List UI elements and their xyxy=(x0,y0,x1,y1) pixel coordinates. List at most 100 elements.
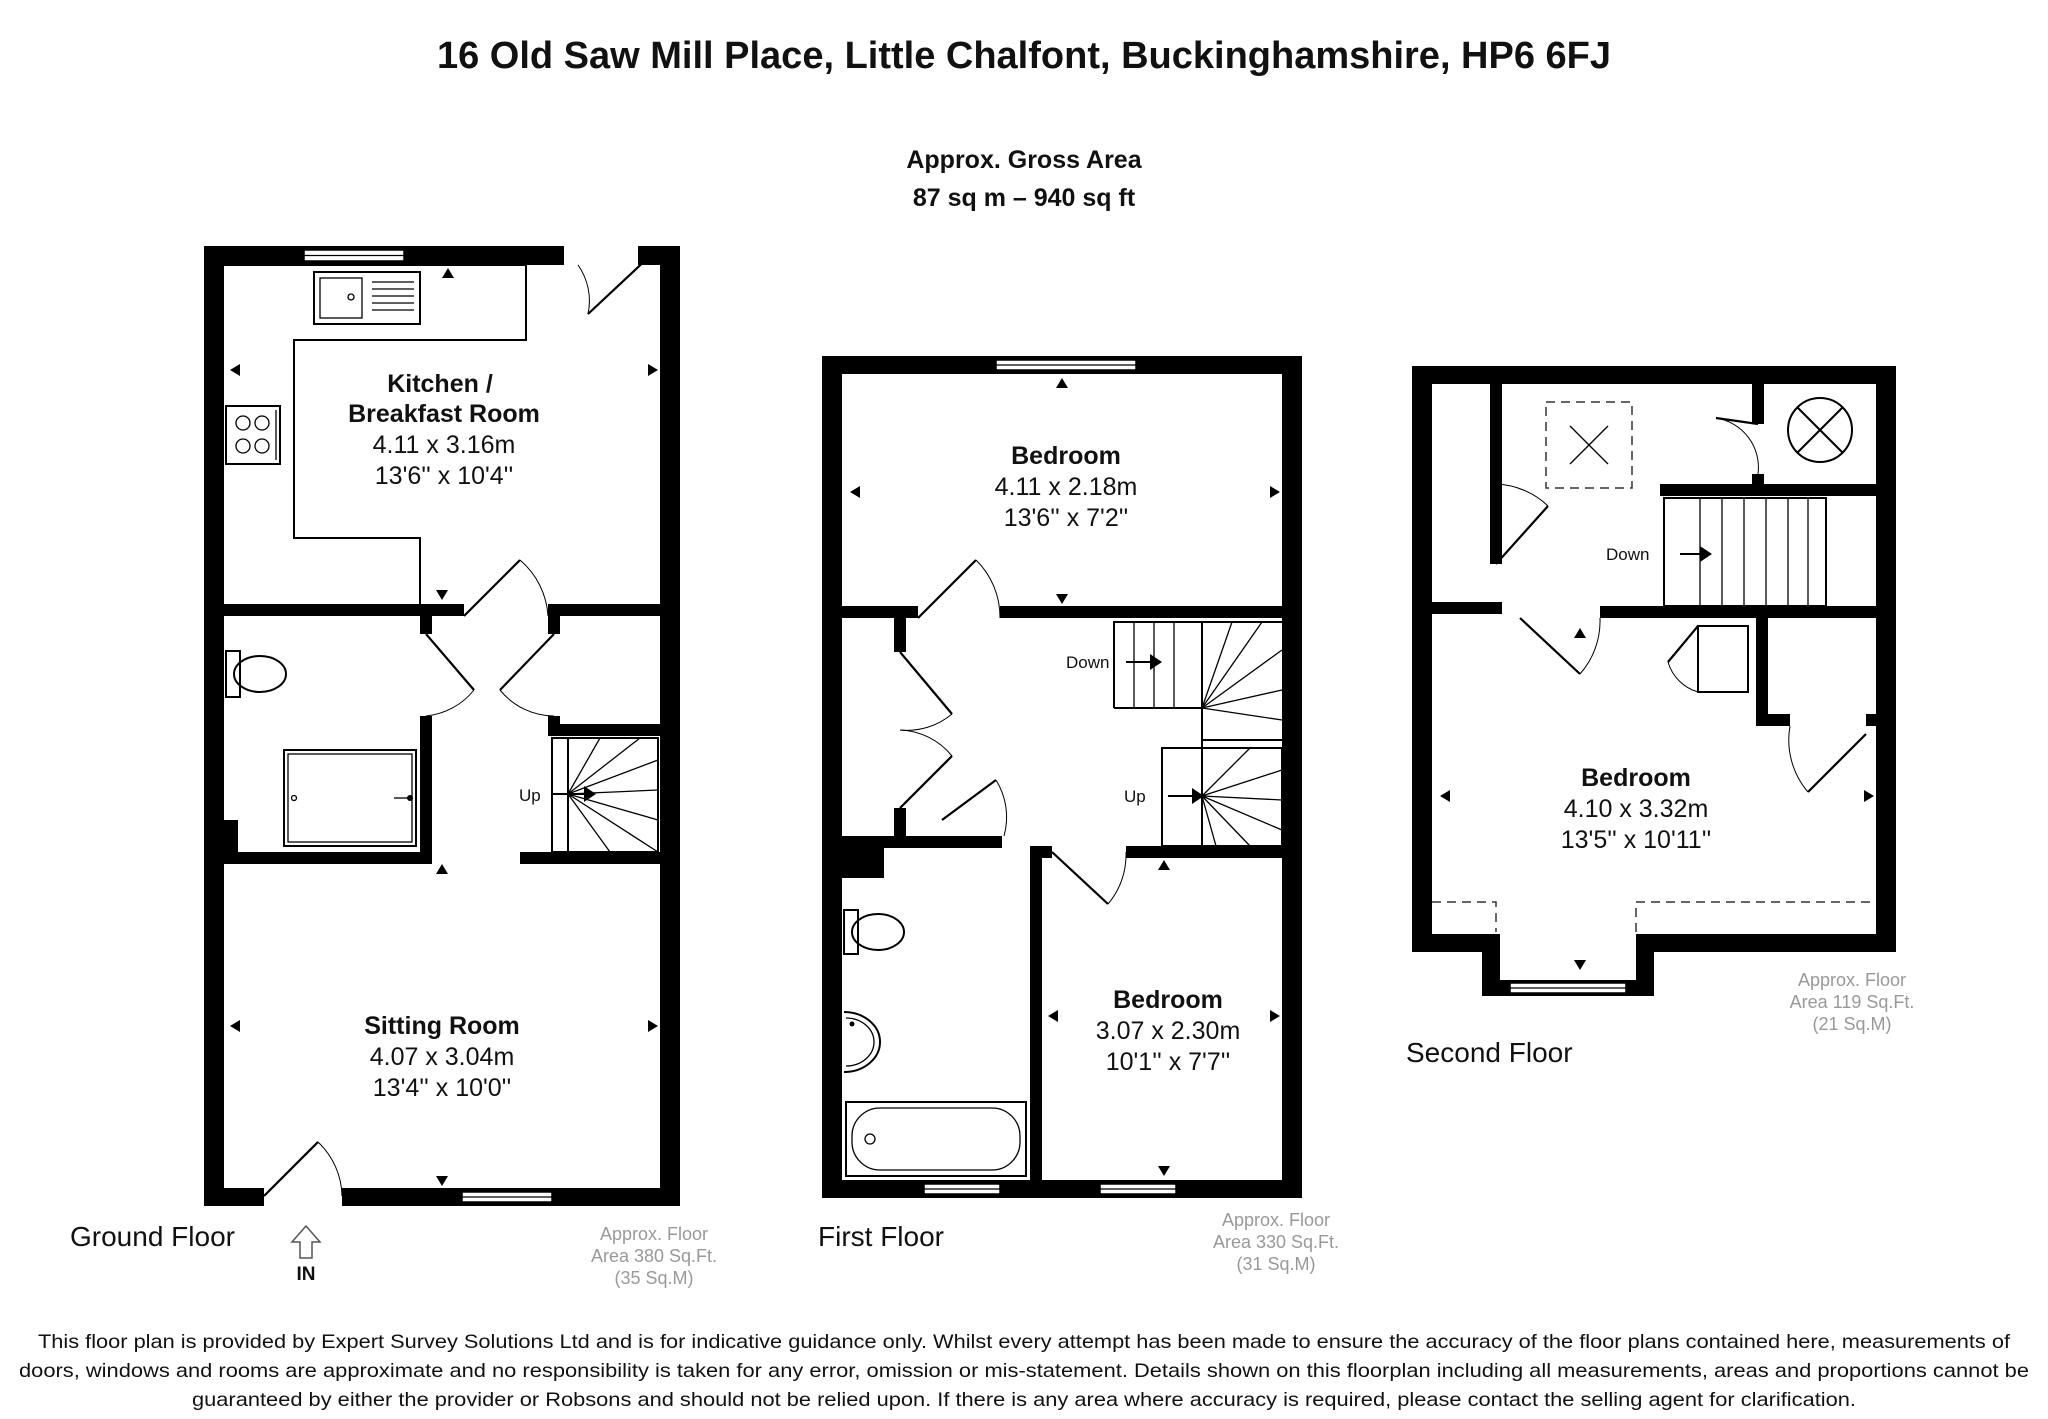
gf-door-wc xyxy=(425,633,475,717)
sf-wall-stub-3 xyxy=(1756,714,1790,726)
ff-wall-landing-left xyxy=(842,606,918,618)
property-address-title: 16 Old Saw Mill Place, Little Chalfont, … xyxy=(437,35,1611,77)
ff-staircase xyxy=(1113,621,1283,847)
sf-wall-stub-2 xyxy=(1752,474,1764,486)
ff-door-left-1 xyxy=(899,651,953,731)
ff-wall-bedroom-top xyxy=(1126,846,1282,858)
ff-dimension-markers xyxy=(850,378,1280,1176)
sf-door-bedroom xyxy=(1519,617,1601,675)
gf-wall-stub-1 xyxy=(420,604,432,634)
ff-bedroom-top-imperial: 13'6'' x 7'2'' xyxy=(1004,504,1129,532)
gf-area-line1: Approx. Floor xyxy=(600,1224,708,1244)
ff-wall-stub-2 xyxy=(894,808,906,838)
ff-door-left-2 xyxy=(899,729,953,809)
ff-door-bath xyxy=(941,779,1008,837)
sf-wall-stair-top xyxy=(1660,484,1876,496)
ff-area-line1: Approx. Floor xyxy=(1222,1210,1330,1230)
kitchen-imperial: 13'6'' x 10'4'' xyxy=(375,462,513,490)
ff-wall-stub-1 xyxy=(894,618,906,652)
sf-bedroom-name: Bedroom xyxy=(1581,764,1691,792)
sf-wall-bottom-left xyxy=(1412,934,1482,952)
gf-stairs-up-label: Up xyxy=(519,786,541,805)
ff-area-line3: (31 Sq.M) xyxy=(1236,1254,1315,1274)
kitchen-name-line1: Kitchen / xyxy=(387,370,493,398)
gf-wall-left xyxy=(204,246,224,1206)
sf-stairs-down-label: Down xyxy=(1606,545,1649,564)
sf-wall-inner-left xyxy=(1490,384,1502,564)
entrance-label: IN xyxy=(297,1264,316,1285)
gf-wall-top-right xyxy=(638,246,680,265)
ff-stairs-down-label: Down xyxy=(1066,653,1109,672)
water-tank-icon xyxy=(1787,397,1853,463)
sitting-room-imperial: 13'4'' x 10'0'' xyxy=(373,1074,511,1102)
ff-bedroom-bottom-imperial: 10'1'' x 7'7'' xyxy=(1106,1048,1231,1076)
ff-wall-landing-right xyxy=(1000,606,1282,618)
basin-icon xyxy=(843,1011,881,1073)
sf-door-eaves xyxy=(1495,483,1549,565)
gf-wall-stair-top xyxy=(548,724,660,736)
skylight-icon xyxy=(1545,401,1633,489)
sf-eaves-right xyxy=(1635,901,1876,932)
gf-worktop-outline xyxy=(224,264,527,604)
kitchen-metric: 4.11 x 3.16m xyxy=(373,431,516,459)
sink-drainer-icon xyxy=(372,281,414,311)
sf-wall-landing-right xyxy=(1600,606,1876,618)
gf-wall-bottom-left xyxy=(204,1188,264,1206)
sink-icon xyxy=(313,271,421,325)
ff-door-bedroom-top xyxy=(917,559,1001,619)
sf-bedroom-imperial: 13'5'' x 10'11'' xyxy=(1561,826,1712,854)
sf-door-wardrobe xyxy=(1788,725,1867,793)
gf-wall-shower xyxy=(420,716,432,862)
ff-bedroom-top-metric: 4.11 x 2.18m xyxy=(995,473,1138,501)
sf-staircase xyxy=(1663,497,1827,607)
gf-door-kitchen xyxy=(463,559,549,617)
sf-cupboard xyxy=(1697,625,1749,693)
gross-area-value: 87 sq m – 940 sq ft xyxy=(913,184,1136,212)
ff-bedroom-bottom-name: Bedroom xyxy=(1113,986,1223,1014)
disclaimer-line1: This floor plan is provided by Expert Su… xyxy=(38,1331,2011,1353)
shower-tray-icon xyxy=(283,749,417,847)
disclaimer-line3: guaranteed by either the provider or Rob… xyxy=(192,1389,1856,1411)
sf-dimension-markers xyxy=(1440,628,1874,970)
disclaimer-line2: doors, windows and rooms are approximate… xyxy=(19,1360,2029,1382)
ff-door-bedroom-bottom xyxy=(1051,851,1127,905)
sf-eaves-left xyxy=(1432,901,1497,932)
sf-wall-left xyxy=(1412,366,1432,952)
gross-area-label: Approx. Gross Area xyxy=(906,146,1142,174)
gf-wall-sitting-right xyxy=(520,852,660,864)
ff-wall-bath-right xyxy=(1030,846,1042,1180)
sf-door-cupboard-small xyxy=(1667,625,1699,693)
ff-wall-left xyxy=(822,356,842,1198)
first-floor-label: First Floor xyxy=(818,1221,944,1252)
sf-door-top-cupboard xyxy=(1715,416,1759,475)
ff-wall-stub-3 xyxy=(1030,846,1052,858)
gf-wall-right xyxy=(660,246,680,1206)
gf-door-front xyxy=(263,1141,343,1197)
ff-bedroom-bottom-metric: 3.07 x 2.30m xyxy=(1096,1017,1241,1045)
ff-toilet-icon xyxy=(843,909,905,955)
gf-wall-sitting-left xyxy=(224,852,432,864)
ff-wall-bottom xyxy=(822,1180,1302,1198)
sitting-room-metric: 4.07 x 3.04m xyxy=(370,1043,515,1071)
gf-wall-stub-2 xyxy=(548,604,560,634)
bathtub-icon xyxy=(845,1101,1027,1177)
entrance-arrow-icon xyxy=(290,1224,322,1259)
gf-area-line3: (35 Sq.M) xyxy=(614,1268,693,1288)
ground-floor-label: Ground Floor xyxy=(70,1221,235,1252)
sf-wall-right xyxy=(1876,366,1896,952)
ff-bedroom-top-name: Bedroom xyxy=(1011,442,1121,470)
sf-bedroom-metric: 4.10 x 3.32m xyxy=(1564,795,1709,823)
ff-wall-block xyxy=(842,836,884,878)
gf-area-line2: Area 380 Sq.Ft. xyxy=(591,1246,717,1266)
sf-area-line1: Approx. Floor xyxy=(1798,970,1906,990)
toilet-icon xyxy=(225,650,287,698)
gf-door-back xyxy=(577,255,651,315)
kitchen-name-line2: Breakfast Room xyxy=(348,400,540,428)
gf-wall-kitchen-divider-right xyxy=(548,604,660,616)
sf-wall-cupboard xyxy=(1752,384,1764,424)
hob-icon xyxy=(225,405,281,465)
second-floor-label: Second Floor xyxy=(1406,1037,1573,1068)
ground-floor-plan: Up xyxy=(70,246,717,1288)
second-floor-plan: Down xyxy=(1406,366,1914,1068)
